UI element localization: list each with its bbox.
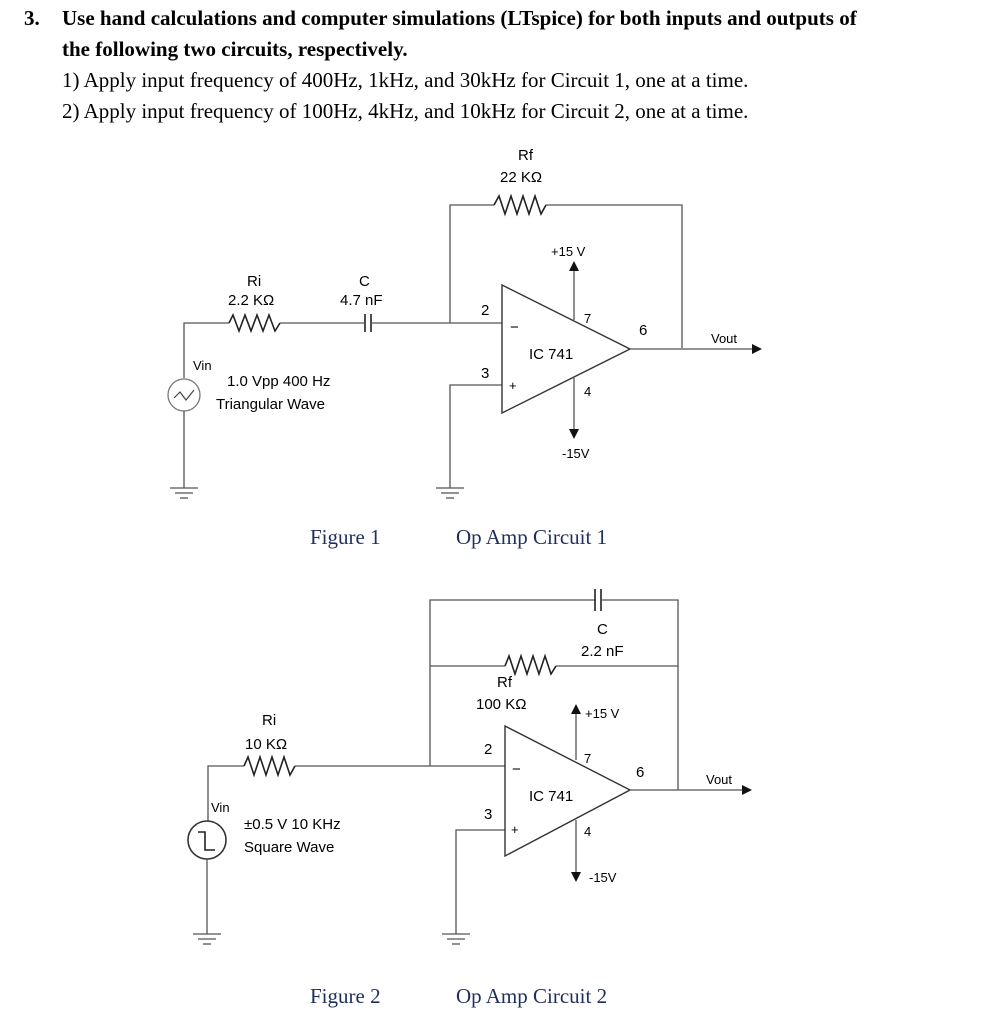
c1-noninverting-ground [436,384,502,499]
ground-icon [442,933,470,945]
square-wave-source-icon [187,820,227,860]
c1-pin4: 4 [584,384,591,399]
c2-pin6: 6 [636,764,644,781]
c2-c-label: C [597,621,608,638]
c1-inverting-sign: − [510,319,519,336]
c2-feedback-resistor-rf: Rf 100 KΩ [430,653,679,790]
c2-pin2: 2 [484,741,492,758]
c2-source-waveform: Square Wave [244,839,334,856]
c2-rf-value: 100 KΩ [476,696,526,713]
c2-noninverting-ground [442,829,505,945]
c1-input-source: Vin 1.0 Vpp 400 Hz Triangular Wave [167,358,330,499]
resistor-icon [493,193,547,217]
c1-pin7: 7 [584,311,591,326]
c1-vplus: +15 V [551,244,586,259]
c2-rf-label: Rf [497,674,513,691]
question-text-line1: Use hand calculations and computer simul… [62,6,857,30]
ground-icon [436,487,464,499]
circuit-2: C 2.2 nF Rf 100 KΩ Ri 10 KΩ [187,589,752,1008]
c1-op-amp: +15 V -15V IC 741 2 3 4 7 6 − + Vout [481,244,762,461]
op-amp-icon [504,724,632,858]
capacitor-icon [594,589,602,611]
c2-vplus: +15 V [585,706,620,721]
c2-pin3: 3 [484,806,492,823]
c1-ic-label: IC 741 [529,346,573,363]
c2-vout-label: Vout [706,772,732,787]
c1-pin6: 6 [639,322,647,339]
c1-feedback-resistor-rf: Rf 22 KΩ [449,147,683,348]
c1-ri-label: Ri [247,273,261,290]
c2-ic-label: IC 741 [529,788,573,805]
c2-vminus: -15V [589,870,617,885]
c1-source-waveform: Triangular Wave [216,396,325,413]
c2-feedback-capacitor: C 2.2 nF [429,589,679,766]
question-text-line2: the following two circuits, respectively… [62,37,408,61]
figure-1-caption: Figure 1 [310,525,381,549]
op-amp-icon [501,283,632,415]
c2-pin4: 4 [584,824,591,839]
ground-icon [170,487,198,499]
c2-source-spec: ±0.5 V 10 KHz [244,816,341,833]
c2-ri-label: Ri [262,712,276,729]
c1-c-label: C [359,273,370,290]
c2-vin-label: Vin [211,800,230,815]
circuit-2-caption: Op Amp Circuit 2 [456,984,607,1008]
question-item-1: 1) Apply input frequency of 400Hz, 1kHz,… [62,68,749,92]
question-number: 3. [24,6,40,30]
c1-pin2: 2 [481,302,489,319]
c1-vminus: -15V [562,446,590,461]
c1-vin-label: Vin [193,358,212,373]
circuit-1-caption: Op Amp Circuit 1 [456,525,607,549]
c1-source-spec: 1.0 Vpp 400 Hz [227,373,330,390]
c1-c-value: 4.7 nF [340,292,383,309]
resistor-icon [504,653,557,677]
c1-vout-label: Vout [711,331,737,346]
figure-2-caption: Figure 2 [310,984,381,1008]
question-item-2: 2) Apply input frequency of 100Hz, 4kHz,… [62,99,749,123]
c1-pin3: 3 [481,365,489,382]
c2-op-amp: +15 V -15V IC 741 2 3 4 7 6 − + Vout [484,704,752,885]
ground-icon [193,933,221,945]
c2-pin7: 7 [584,751,591,766]
c2-inverting-sign: − [512,761,521,778]
circuit-1: Rf 22 KΩ Ri 2.2 KΩ C 4.7 nF [167,147,762,549]
ac-source-icon [167,378,201,412]
c1-rf-value: 22 KΩ [500,169,542,186]
c1-rf-label: Rf [518,147,534,164]
resistor-icon [228,312,281,334]
c1-input-network: Ri 2.2 KΩ C 4.7 nF [183,273,502,378]
c2-input-network: Ri 10 KΩ [207,712,505,822]
c1-noninverting-sign: + [509,378,517,393]
c2-c-value: 2.2 nF [581,643,624,660]
c2-input-source: Vin ±0.5 V 10 KHz Square Wave [187,800,341,945]
resistor-icon [243,754,296,778]
c2-noninverting-sign: + [511,822,519,837]
capacitor-icon [364,314,372,332]
c2-ri-value: 10 KΩ [245,736,287,753]
c1-ri-value: 2.2 KΩ [228,292,274,309]
